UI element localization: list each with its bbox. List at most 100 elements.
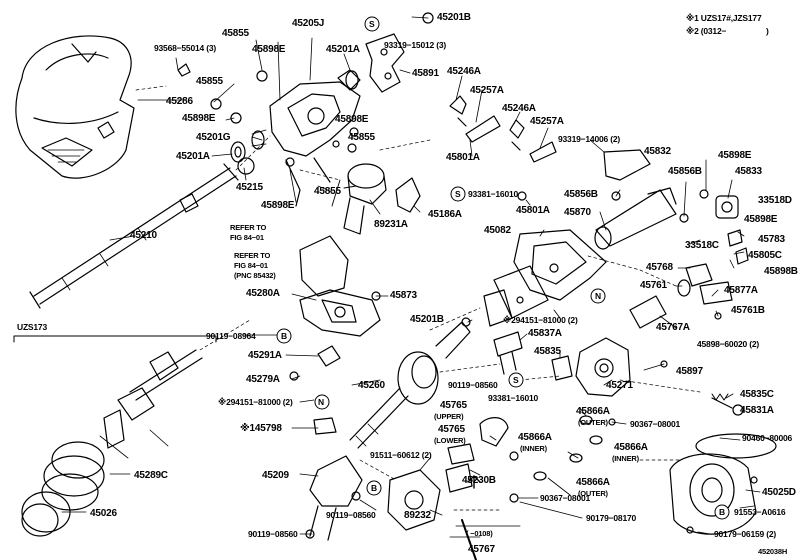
refer-note-1a: REFER TO	[230, 223, 267, 232]
section-label-uzs173: UZS173	[17, 322, 47, 332]
part-label: 45873	[390, 290, 417, 301]
part-label: 45891	[412, 68, 439, 79]
bearing-rings-shape	[230, 129, 267, 175]
label-upper: (UPPER)	[434, 412, 464, 421]
part-label: 45898B	[764, 266, 798, 277]
label-0108: ( −0108)	[466, 529, 493, 538]
part-label: 45201B	[410, 314, 444, 325]
part-label: 90119−08560	[448, 380, 498, 390]
part-label: 45230B	[462, 475, 496, 486]
part-label: 90179−08170	[586, 513, 637, 523]
marker-n-2: N	[318, 397, 324, 407]
lower-joint-group-shape	[309, 455, 481, 560]
part-label: 90367−08001	[630, 419, 681, 429]
part-label: 45856B	[668, 166, 702, 177]
part-label: 45898−60020 (2)	[697, 339, 759, 349]
uzs173-shaft-shape	[21, 349, 203, 537]
support-45271-shape	[575, 337, 631, 397]
part-label: ※294151−81000 (2)	[218, 397, 293, 407]
clamp-parts-shape	[493, 331, 573, 381]
part-label: 89231A	[374, 219, 408, 230]
part-label: 45783	[758, 234, 785, 245]
part-label: 90367−08001	[540, 493, 591, 503]
marker-s-circle-3	[508, 372, 524, 388]
part-label: 45837A	[528, 328, 562, 339]
assembly-dash-lines	[135, 85, 701, 511]
part-label: 90119−08560	[248, 529, 298, 539]
marker-b-circle-1	[276, 328, 292, 344]
marker-s-2: S	[455, 189, 461, 199]
part-label: 45186A	[428, 209, 462, 220]
figure-code: 452038H	[758, 547, 788, 556]
marker-s-1: S	[369, 19, 375, 29]
boot-45025d-shape	[669, 433, 777, 535]
part-label: 45855	[196, 76, 223, 87]
part-label: 45856B	[564, 189, 598, 200]
refer-note-1b: FIG 84−01	[230, 233, 264, 242]
part-label: ※145798	[240, 423, 282, 434]
part-label: 45289C	[134, 470, 168, 481]
note-2a: ※2 (0312−	[686, 26, 727, 36]
part-label: 45286	[166, 96, 193, 107]
part-label: 45215	[236, 182, 263, 193]
part-label: 45870	[564, 207, 591, 218]
part-label: 89232	[404, 510, 431, 521]
part-label: 45291A	[248, 350, 282, 361]
part-label: 45765	[440, 400, 467, 411]
lower-bracket-group-shape	[629, 263, 733, 329]
label-inner-b: (INNER)	[612, 454, 639, 463]
part-label: ※294151−81000 (2)	[503, 315, 578, 325]
part-label: 45855	[314, 186, 341, 197]
part-label: 45866A	[518, 432, 552, 443]
part-label: 45833	[735, 166, 762, 177]
upper-column-housing-shape	[269, 69, 361, 207]
column-cover-shape	[15, 35, 135, 179]
tilt-lever-assembly-shape	[594, 149, 749, 265]
part-label: 45246A	[502, 103, 536, 114]
part-label: 45801A	[516, 205, 550, 216]
refer-note-2a: REFER TO	[234, 251, 271, 260]
part-label: 93381−16010	[468, 189, 519, 199]
bracket-45891-shape	[365, 33, 405, 93]
part-label: 45877A	[724, 285, 758, 296]
part-label: 93319−14006 (2)	[558, 134, 620, 144]
part-label: 45855	[222, 28, 249, 39]
part-label: 45835	[534, 346, 561, 357]
part-label: 45257A	[530, 116, 564, 127]
part-label: 45801A	[446, 152, 480, 163]
part-label: 45866A	[576, 477, 610, 488]
part-label: 45805C	[748, 250, 782, 261]
rings-45866a-shape	[533, 415, 603, 481]
part-label: 45898E	[182, 113, 216, 124]
label-lower: (LOWER)	[434, 436, 466, 445]
part-label: 45897	[676, 366, 703, 377]
part-label: 90119−08560	[326, 510, 376, 520]
part-label: 45271	[606, 380, 633, 391]
part-label: 93319−15012 (3)	[384, 40, 446, 50]
bracket-45186a-shape	[395, 177, 421, 213]
marker-n-1: N	[595, 291, 601, 301]
column-tube-45082-shape	[483, 229, 607, 327]
part-label: 91553−A0616	[734, 507, 786, 517]
label-inner-a: (INNER)	[520, 444, 547, 453]
part-label: 45898E	[252, 44, 286, 55]
part-label: 45767	[468, 544, 495, 555]
part-label: 45082	[484, 225, 511, 236]
part-label: 33518D	[758, 195, 792, 206]
intermediate-shaft-45260-shape	[349, 321, 471, 449]
part-label: 45257A	[470, 85, 504, 96]
marker-n-circle-1	[590, 288, 606, 304]
note-2b: )	[766, 26, 769, 36]
part-label: 45898E	[718, 150, 752, 161]
marker-n-circle-2	[314, 394, 330, 410]
part-label: 93381−16010	[488, 393, 539, 403]
part-label: 45025D	[762, 487, 796, 498]
marker-s-3: S	[513, 375, 519, 385]
part-label: 45201A	[176, 151, 210, 162]
uzs173-bracket-line	[13, 335, 217, 343]
part-label: 93568−55014 (3)	[154, 43, 216, 53]
label-outer-b: (OUTER)	[578, 489, 608, 498]
marker-s-circle-1	[364, 16, 380, 32]
part-label: 45866A	[576, 406, 610, 417]
